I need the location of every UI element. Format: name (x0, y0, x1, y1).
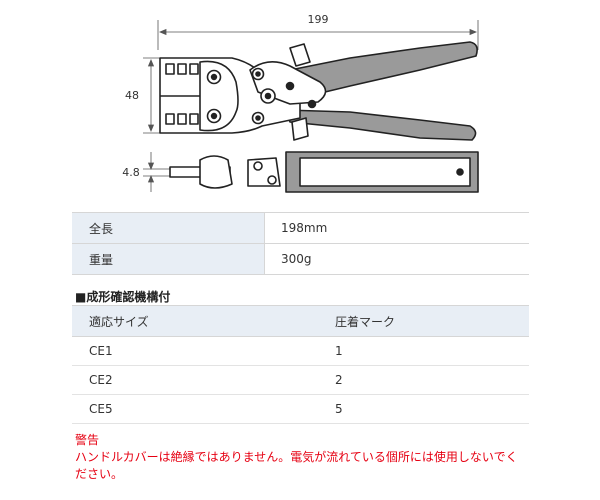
dim-length-label: 199 (308, 13, 329, 26)
table-row: CE1 1 (72, 336, 529, 366)
warning-heading: 警告 (75, 433, 100, 447)
compat-header-mark: 圧着マーク (319, 305, 529, 337)
spec-label: 重量 (72, 243, 265, 275)
compat-size: CE1 (72, 336, 319, 366)
tool-side-view (169, 151, 479, 193)
spec-label: 全長 (72, 212, 265, 244)
spec-value: 300g (264, 243, 529, 275)
compat-size: CE2 (72, 365, 319, 395)
dim-thickness-label: 4.8 (122, 166, 140, 179)
compat-table: 適応サイズ 圧着マーク CE1 1 CE2 2 CE5 5 (72, 305, 529, 424)
compat-size: CE5 (72, 394, 319, 424)
compat-mark: 5 (319, 394, 529, 424)
tool-drawing: 199 48 4.8 (122, 13, 479, 193)
table-row: CE2 2 (72, 365, 529, 395)
compat-header-row: 適応サイズ 圧着マーク (72, 305, 529, 337)
spec-table: 全長 198mm 重量 300g (72, 212, 529, 275)
tool-top-view (159, 41, 478, 141)
spec-value: 198mm (264, 212, 529, 244)
dim-height-label: 48 (125, 89, 139, 102)
compat-mark: 2 (319, 365, 529, 395)
compat-section-title: ■成形確認機構付 (75, 290, 171, 304)
warning-line-1: ハンドルカバーは絶縁ではありません。電気が流れている個所には使用しないでく (75, 450, 518, 464)
warning-line-2: ださい。 (75, 467, 124, 481)
spec-row-weight: 重量 300g (72, 243, 529, 275)
spec-row-length: 全長 198mm (72, 212, 529, 244)
compat-mark: 1 (319, 336, 529, 366)
warning-block: 警告 ハンドルカバーは絶縁ではありません。電気が流れている個所には使用しないでく… (75, 432, 535, 483)
table-row: CE5 5 (72, 394, 529, 424)
compat-header-size: 適応サイズ (72, 305, 319, 337)
dimension-lines (143, 20, 479, 192)
